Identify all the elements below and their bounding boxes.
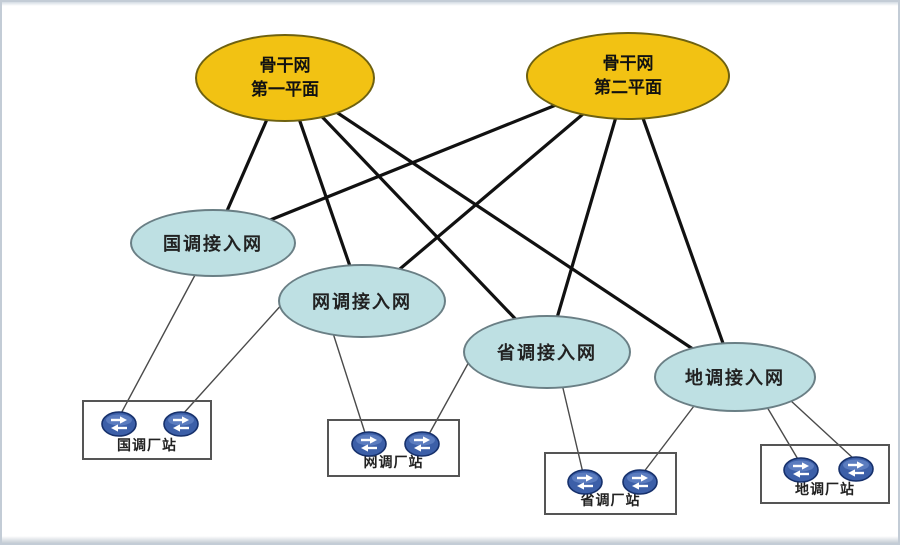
- access-network-shengdiao-label: 省调接入网: [497, 343, 597, 363]
- router-icon: [783, 457, 819, 483]
- frame-top-edge: [2, 2, 898, 6]
- backbone-plane1-node: 骨干网 第一平面: [195, 34, 375, 122]
- router-icon: [622, 469, 658, 495]
- station-shengdiao-box: 省调厂站: [544, 452, 677, 515]
- station-shengdiao-label: 省调厂站: [580, 492, 641, 508]
- access-network-wangdiao-node: 网调接入网: [278, 264, 446, 338]
- router-icon: [404, 431, 440, 457]
- backbone-plane2-node: 骨干网 第二平面: [526, 32, 730, 120]
- station-didiao-box: 地调厂站: [760, 444, 890, 504]
- station-wangdiao-label: 网调厂站: [363, 454, 424, 470]
- station-wangdiao-box: 网调厂站: [327, 419, 460, 477]
- router-icon: [101, 411, 137, 437]
- access-network-guodiao-label: 国调接入网: [163, 234, 263, 254]
- access-network-guodiao-node: 国调接入网: [130, 209, 296, 277]
- station-didiao-label: 地调厂站: [795, 481, 855, 497]
- access-network-shengdiao-node: 省调接入网: [463, 315, 631, 389]
- frame-bottom-edge: [2, 536, 898, 543]
- access-network-didiao-label: 地调接入网: [685, 368, 785, 388]
- backbone-plane1-label: 骨干网 第一平面: [251, 56, 319, 99]
- router-icon: [567, 469, 603, 495]
- access-network-didiao-node: 地调接入网: [654, 342, 816, 412]
- router-icon: [838, 456, 874, 482]
- backbone-plane2-label: 骨干网 第二平面: [594, 54, 662, 97]
- access-network-wangdiao-label: 网调接入网: [312, 292, 412, 312]
- router-icon: [351, 431, 387, 457]
- station-guodiao-box: 国调厂站: [82, 400, 212, 460]
- router-icon: [163, 411, 199, 437]
- station-guodiao-label: 国调厂站: [117, 437, 177, 453]
